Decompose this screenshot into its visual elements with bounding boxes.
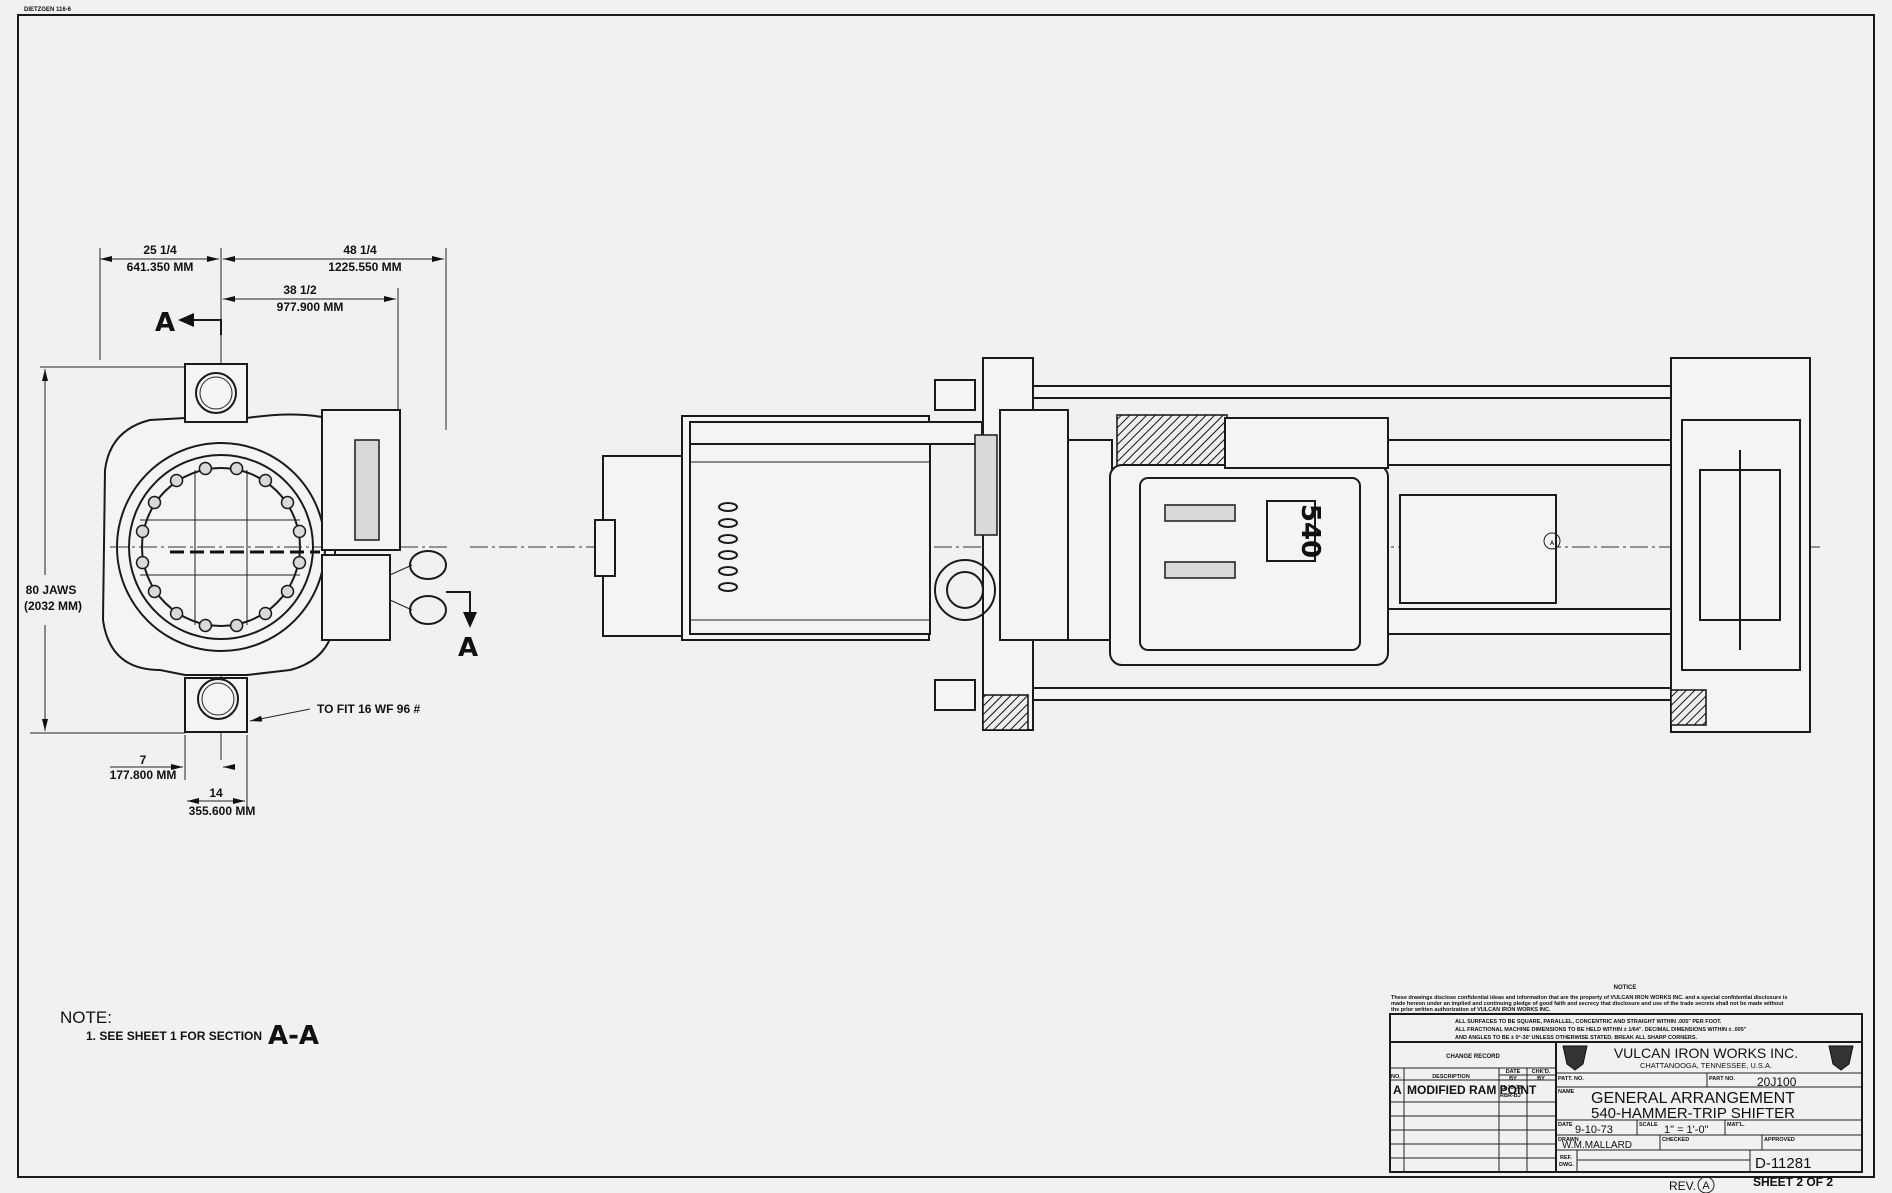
spec-line-1: ALL SURFACES TO BE SQUARE, PARALLEL, CON… [1455,1019,1722,1025]
title-line-1: GENERAL ARRANGEMENT [1591,1090,1795,1107]
scale: 1" = 1'-0" [1664,1124,1709,1136]
ref-label-2: DWG. [1559,1162,1574,1168]
drawn-by: W.M.MALLARD [1562,1140,1632,1151]
change-row-by: RBR-BJ [1500,1093,1521,1099]
checked-label: CHECKED [1662,1137,1689,1143]
plate-number: 540 [1295,504,1325,558]
flange-bolts [135,461,307,633]
notice-heading: NOTICE [1614,985,1637,991]
header-by-1: BY [1509,1076,1517,1082]
header-date: DATE [1506,1069,1521,1075]
plan-view: 540 A [470,357,1820,733]
bolt-head [147,584,162,599]
header-chkd: CHK'D. [1532,1069,1551,1075]
company-location: CHATTANOOGA, TENNESSEE, U.S.A. [1640,1061,1772,1070]
company-name: VULCAN IRON WORKS INC. [1614,1045,1798,1061]
date: 9-10-73 [1575,1124,1613,1136]
drawing-number: D-11281 [1755,1155,1811,1172]
callout-to-fit: TO FIT 16 WF 96 # [317,702,420,716]
part-no-label: PART NO. [1709,1076,1735,1082]
balloon-a: A [1550,541,1555,547]
change-row-date: 11-15-73 [1500,1085,1522,1091]
bolt-head [198,461,213,476]
bolt-head [292,524,307,539]
title-block: NOTICE These drawings disclose confident… [1389,985,1863,1193]
dim-middle-mm: 977.900 MM [277,300,344,314]
drawn-label: DRAWN [1558,1137,1579,1143]
sheet-stamp: DIETZGEN 116-6 [24,7,72,13]
drawing-border [17,14,1875,1178]
header-no: NO. [1391,1074,1401,1080]
note-item-1-ref: A-A [268,1021,319,1051]
part-no: 20J100 [1757,1075,1797,1089]
bolt-head [169,606,184,621]
dim-width-mm: 355.600 MM [189,804,256,818]
bolt-head [198,618,213,633]
bolt-head [229,618,244,633]
bolt-head [258,606,273,621]
bolt-head [229,461,244,476]
header-description: DESCRIPTION [1432,1074,1470,1080]
patt-no-label: PATT. NO. [1558,1076,1584,1082]
name-label: NAME [1558,1089,1575,1095]
date-label: DATE [1558,1122,1573,1128]
bolt-head [280,495,295,510]
company-logo-left [1562,1045,1588,1071]
spec-line-3: AND ANGLES TO BE ± 0°-30' UNLESS OTHERWI… [1455,1035,1698,1041]
dim-offset-mm: 177.800 MM [110,768,177,782]
rev-letter: A [1702,1180,1710,1192]
vent-slots [718,502,738,592]
title-line-2: 540-HAMMER-TRIP SHIFTER [1591,1105,1795,1122]
bolt-head [169,473,184,488]
bolt-head [280,584,295,599]
dim-top-left-mm: 641.350 MM [127,260,194,274]
change-record-title: CHANGE RECORD [1446,1054,1500,1060]
dim-top-right-fraction: 48 1/4 [343,243,377,257]
header-by-2: BY [1537,1076,1545,1082]
bolt-head [147,495,162,510]
note-heading: NOTE: [60,1008,112,1027]
dim-middle-fraction: 38 1/2 [283,283,317,297]
bolt-head [292,555,307,570]
note-item-1: 1. SEE SHEET 1 FOR SECTION [86,1029,262,1043]
end-view: 25 1/4 641.350 MM 48 1/4 1225.550 MM 38 … [24,243,478,818]
change-row-description: MODIFIED RAM POINT [1407,1083,1537,1097]
bolt-head [258,473,273,488]
change-row-no: A [1393,1083,1402,1097]
dim-top-right-mm: 1225.550 MM [328,260,401,274]
bolt-head [135,524,150,539]
matl-label: MAT'L. [1727,1122,1745,1128]
notice-line-1: These drawings disclose confidential ide… [1391,995,1787,1001]
spec-line-2: ALL FRACTIONAL MACHINE DIMENSIONS TO BE … [1455,1027,1747,1033]
dim-width-fraction: 14 [209,786,223,800]
section-mark-bottom: A [458,633,478,663]
sheet-number: SHEET 2 OF 2 [1753,1175,1833,1189]
section-mark-top: A [155,308,175,338]
notice-line-3: the prior written authorization of VULCA… [1391,1007,1551,1013]
dim-height-line1: 80 JAWS [26,583,77,597]
dim-top-left-fraction: 25 1/4 [143,243,177,257]
dim-offset-fraction: 7 [140,753,147,767]
number-plate [1266,500,1316,562]
rev-label: REV. [1669,1179,1696,1193]
approved-label: APPROVED [1764,1137,1795,1143]
ref-label: REF. [1560,1155,1572,1161]
notice-line-2: made hereon under an implied and continu… [1391,1001,1784,1007]
bolt-head [135,555,150,570]
company-logo-right [1828,1045,1854,1071]
dim-height-line2: (2032 MM) [24,599,82,613]
scale-label: SCALE [1639,1122,1658,1128]
